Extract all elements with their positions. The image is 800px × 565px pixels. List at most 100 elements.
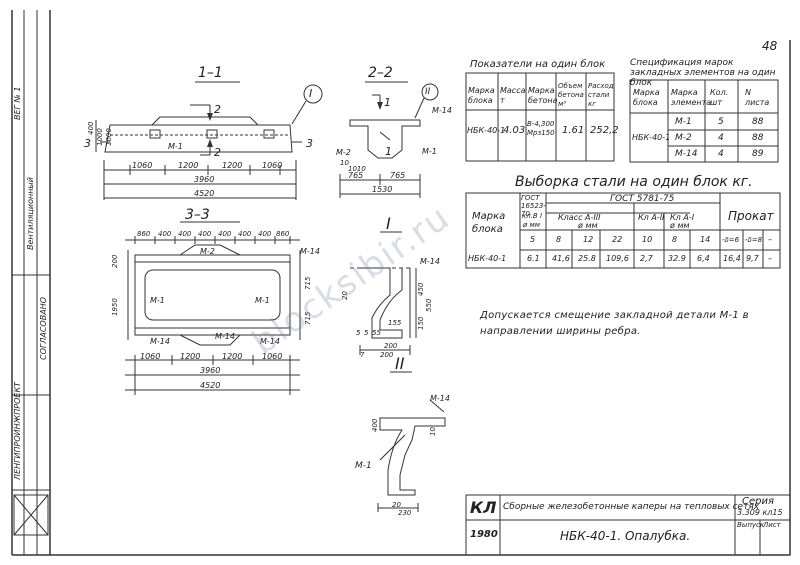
s1-side-cut: 3 (84, 137, 91, 150)
s3-top-dim: 400 (158, 230, 172, 238)
s3-m1b: М-1 (255, 296, 270, 305)
steel-dia-cell: – (768, 235, 772, 244)
s3-top-dim: 860 (137, 230, 151, 238)
s2-d765b: 765 (390, 171, 406, 180)
steel-class-b1: кл.В I (522, 212, 543, 220)
steel-cell: 6,4 (697, 254, 710, 263)
s3-top-dim: 400 (238, 230, 252, 238)
side-stamp-approved: СОГЛАСОВАНО (39, 297, 48, 360)
callout-detail-2: II (425, 87, 431, 97)
steel-cell: 2,7 (640, 254, 653, 263)
spec-cell: 4 (718, 133, 724, 143)
s1-d1200a: 1200 (178, 161, 199, 170)
title-series-value: 3.309 кл15 (737, 508, 783, 517)
indicators-cell: 252,2 (590, 125, 619, 136)
s3-top-dim: 400 (178, 230, 192, 238)
s3-d200: 200 (111, 254, 119, 268)
indicators-cell: 1.61 (562, 125, 585, 136)
spec-block: НБК-40-1 (632, 133, 671, 142)
steel-dia-cell: -δ=8 (745, 236, 763, 244)
steel-dia-cell: 10 (642, 235, 653, 244)
spec-cell: 88 (752, 133, 764, 143)
s1-d1060b: 1060 (262, 161, 283, 170)
steel-dia-cell: 22 (612, 235, 623, 244)
steel-cell: 16,4 (723, 254, 741, 263)
s1-d1060a: 1060 (132, 161, 153, 170)
steel-class-a3: Класс А-III (558, 213, 601, 222)
steel-gost-b: ГОСТ 5781-75 (610, 194, 675, 204)
callout-m14-b: М-14 (300, 247, 320, 256)
steel-cell: 6.1 (527, 254, 540, 263)
side-stamp-mark: ВЕГ № 1 (13, 86, 22, 121)
section-3-title: 3–3 (185, 207, 210, 223)
steel-gost-a: ГОСТ 16523-70 (521, 194, 546, 218)
side-stamp-institute: ЛЕНГИПРОИНЖПРОЕКТ (13, 381, 22, 480)
s2-d1010: 1010 (348, 165, 366, 173)
spec-cell: 89 (752, 149, 764, 159)
d1-d450: 450 (417, 282, 425, 296)
spec-header: N листа (745, 88, 770, 107)
steel-cell: НБК-40-1 (468, 254, 507, 263)
indicators-header: Расход стали кг (588, 82, 614, 108)
steel-dia-cell: 5 (530, 235, 536, 244)
s3-bot-b: 1200 (180, 352, 201, 361)
title-drawing: НБК-40-1. Опалубка. (560, 529, 691, 543)
note-text: Допускается смещение закладной детали М-… (480, 310, 749, 337)
d1-d150: 150 (417, 316, 425, 330)
d1-d55: 55 (372, 329, 381, 337)
s3-d4520: 4520 (200, 381, 221, 390)
s3-d1950: 1950 (111, 298, 119, 316)
steel-cell: 25.8 (578, 254, 596, 263)
spec-cell: 4 (718, 149, 724, 159)
d2-d400: 400 (371, 418, 379, 432)
d2-m1: М-1 (355, 461, 372, 471)
steel-class-a1: Кл А-I (670, 213, 695, 222)
s1-side-cut-b: 3 (306, 137, 313, 150)
d1-d200: 200 (384, 342, 398, 350)
s3-m14b: М-14 (150, 337, 170, 346)
spec-cell: М-1 (675, 117, 692, 127)
steel-cell: 109,6 (606, 254, 629, 263)
steel-title: Выборка стали на один блок кг. (515, 174, 753, 190)
d1-d550: 550 (425, 298, 433, 312)
steel-cell: 41,6 (552, 254, 570, 263)
title-description: Сборные железобетонные каперы на тепловы… (503, 502, 760, 512)
s3-top-dim: 400 (218, 230, 232, 238)
section-1-title: 1–1 (198, 65, 223, 81)
s2-cut-mark: 1 (384, 96, 391, 109)
title-sheet-label: Выпуск (737, 521, 765, 529)
spec-cell: М-14 (675, 149, 698, 159)
indicators-header: Марка бетона (528, 86, 558, 105)
steel-dia-a: ø мм (523, 221, 541, 229)
detail-1-title: I (386, 214, 391, 233)
s2-m1: М-1 (422, 147, 437, 156)
indicators-title: Показатели на один блок (470, 59, 606, 70)
steel-rolled: Прокат (728, 209, 774, 223)
s1-d3960: 3960 (194, 175, 215, 184)
section-2-title: 2–2 (368, 65, 393, 81)
d2-d20: 20 (392, 501, 401, 509)
steel-dia-b: ø мм (578, 221, 598, 230)
steel-dia-cell: 8 (672, 235, 678, 244)
spec-cell: 88 (752, 117, 764, 127)
spec-cell: 5 (718, 117, 724, 127)
steel-cell: 9,7 (746, 254, 759, 263)
s3-bot-d: 1060 (262, 352, 283, 361)
s3-d3960: 3960 (200, 366, 221, 375)
indicators-cell: НБК-40-1 (467, 126, 506, 135)
title-sheet-value: Лист (763, 521, 781, 529)
steel-cell: – (768, 254, 772, 263)
indicators-cell: 4.03 (503, 125, 526, 136)
s1-m1: М-1 (168, 142, 183, 151)
s1-dim-bot: 1000 (105, 128, 113, 146)
spec-header: Кол. шт (710, 88, 729, 107)
steel-dia-c: ø мм (670, 221, 690, 230)
s3-m2: М-2 (200, 247, 215, 256)
s1-cut-mark-b: 2 (214, 146, 221, 159)
steel-dia-cell: -δ=6 (722, 236, 740, 244)
s2-d1530: 1530 (372, 185, 393, 194)
s3-bot-a: 1060 (140, 352, 161, 361)
spec-header: Марка блока (633, 88, 660, 107)
